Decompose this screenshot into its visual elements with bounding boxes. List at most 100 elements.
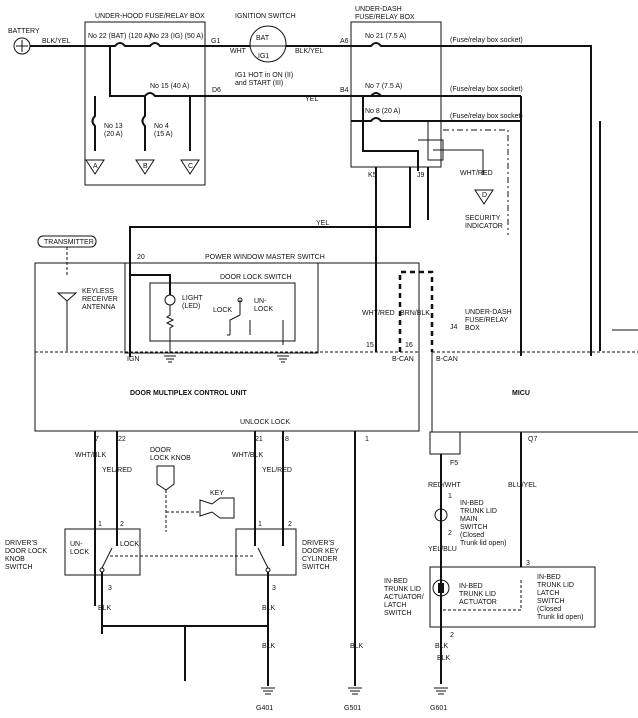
antenna-label: KEYLESS bbox=[82, 288, 114, 295]
pin-label: 1 bbox=[98, 521, 102, 528]
ignition-pin-label: BAT bbox=[256, 35, 270, 42]
connector-label: B4 bbox=[340, 87, 349, 94]
socket-label: (Fuse/relay box socket) bbox=[450, 37, 523, 44]
underdash-box-label: FUSE/RELAY bbox=[465, 317, 508, 324]
pin-label: 7 bbox=[95, 436, 99, 443]
latch-switch-label: Trunk lid open) bbox=[537, 614, 583, 621]
wire-label: WHT bbox=[230, 48, 247, 55]
switch-label: LOCK bbox=[254, 306, 273, 313]
connector-label: J4 bbox=[450, 324, 458, 331]
wire-label: BLK bbox=[98, 605, 112, 612]
pin-label: 8 bbox=[285, 436, 289, 443]
main-switch-label: Trunk lid open) bbox=[460, 540, 506, 547]
latch-switch-label: LATCH bbox=[537, 590, 559, 597]
wire-label: YEL bbox=[305, 96, 318, 103]
switch-label: KNOB bbox=[5, 556, 25, 563]
latch-switch-label: SWITCH bbox=[537, 598, 565, 605]
underdash-box-label: FUSE/RELAY BOX bbox=[355, 14, 415, 21]
connector-label: G1 bbox=[211, 38, 220, 45]
wire-label: WHT/RED bbox=[362, 310, 395, 317]
connector-label: J9 bbox=[417, 172, 425, 179]
actuator-label: ACTUATOR/ bbox=[384, 594, 424, 601]
main-switch-label: (Closed bbox=[460, 532, 484, 539]
wire-label: YEL/BLU bbox=[428, 546, 457, 553]
pin-label: 15 bbox=[366, 342, 374, 349]
led-label: LIGHT bbox=[182, 295, 203, 302]
ignition-switch-label: IGNITION SWITCH bbox=[235, 13, 296, 20]
wire-label: RED/WHT bbox=[428, 482, 461, 489]
pin-label: 21 bbox=[255, 436, 263, 443]
door-lock-knob-label: LOCK KNOB bbox=[150, 455, 191, 462]
switch-label: UN- bbox=[254, 298, 267, 305]
fuse-label: No 8 (20 A) bbox=[365, 108, 400, 115]
pin-group-label: LOCK bbox=[271, 419, 290, 426]
fuse-label: (20 A) bbox=[104, 131, 123, 138]
wire-label: BRN/BLK bbox=[400, 310, 430, 317]
terminal-label: A bbox=[93, 163, 98, 170]
fuse-label: (15 A) bbox=[154, 131, 173, 138]
antenna-label: RECEIVER bbox=[82, 296, 118, 303]
main-switch-icon bbox=[434, 508, 448, 522]
wire-label: YEL bbox=[316, 220, 329, 227]
connector-label: A6 bbox=[340, 38, 349, 45]
switch-label: UN- bbox=[70, 541, 83, 548]
security-indicator-label: SECURITY bbox=[465, 215, 501, 222]
wire-label: WHT/BLK bbox=[232, 452, 263, 459]
pin-label: 3 bbox=[526, 560, 530, 567]
led-label: (LED) bbox=[182, 303, 200, 310]
main-switch-label: SWITCH bbox=[460, 524, 488, 531]
motor-icon bbox=[432, 579, 450, 597]
door-lock-switch bbox=[149, 282, 296, 342]
underdash-box-label: UNDER-DASH bbox=[465, 309, 512, 316]
socket-label: (Fuse/relay box socket) bbox=[450, 113, 523, 120]
ground-label: G501 bbox=[344, 705, 361, 712]
terminal-label: D bbox=[482, 192, 487, 199]
security-indicator-label: INDICATOR bbox=[465, 223, 503, 230]
switch-label: DRIVER'S bbox=[302, 540, 335, 547]
connector-label: K5 bbox=[368, 172, 377, 179]
micu-label: MICU bbox=[512, 390, 530, 397]
switch-label: SWITCH bbox=[5, 564, 33, 571]
pin-label: 2 bbox=[450, 632, 454, 639]
key-icon bbox=[199, 497, 235, 519]
actuator-inner-label: ACTUATOR bbox=[459, 599, 497, 606]
pin-label: 2 bbox=[120, 521, 124, 528]
key-cylinder-switch bbox=[235, 528, 297, 576]
pin-label: 1 bbox=[365, 436, 369, 443]
fuse-label: No 21 (7.5 A) bbox=[365, 33, 406, 40]
main-switch-label: IN-BED bbox=[460, 500, 484, 507]
wire-label: BLK/YEL bbox=[295, 48, 324, 55]
fuse-label: No 15 (40 A) bbox=[150, 83, 189, 90]
fuse-label: No 22 (BAT) (120 A) bbox=[88, 33, 151, 40]
pin-label: 3 bbox=[108, 585, 112, 592]
door-lock-knob-icon bbox=[156, 465, 175, 491]
ground-label: G401 bbox=[256, 705, 273, 712]
underdash-box-label: UNDER-DASH bbox=[355, 6, 402, 13]
pin-label: 20 bbox=[137, 254, 145, 261]
actuator-label: SWITCH bbox=[384, 610, 412, 617]
wire-label: BLK bbox=[437, 655, 451, 662]
socket-label: (Fuse/relay box socket) bbox=[450, 86, 523, 93]
wire-label: YEL/RED bbox=[102, 467, 132, 474]
actuator-inner-label: IN-BED bbox=[459, 583, 483, 590]
wire-label: BLU/YEL bbox=[508, 482, 537, 489]
switch-label: DRIVER'S bbox=[5, 540, 38, 547]
wire-label: BLK bbox=[262, 605, 276, 612]
pwms-label: POWER WINDOW MASTER SWITCH bbox=[205, 254, 325, 261]
main-switch-label: TRUNK LID bbox=[460, 508, 497, 515]
wire-label: BLK bbox=[350, 643, 364, 650]
antenna-label: ANTENNA bbox=[82, 304, 116, 311]
underdash-box-label: BOX bbox=[465, 325, 480, 332]
connector-label: Q7 bbox=[528, 436, 537, 443]
key-label: KEY bbox=[210, 490, 224, 497]
ignition-switch bbox=[249, 25, 287, 63]
switch-label: DOOR LOCK bbox=[5, 548, 47, 555]
wire-label: WHT/RED bbox=[460, 170, 493, 177]
ground-label: G601 bbox=[430, 705, 447, 712]
switch-label: LOCK bbox=[213, 307, 232, 314]
fuse-label: No 13 bbox=[104, 123, 123, 130]
connector-label: F5 bbox=[450, 460, 458, 467]
ignition-note: and START (III) bbox=[235, 80, 283, 87]
wire-label: BLK/YEL bbox=[42, 38, 71, 45]
